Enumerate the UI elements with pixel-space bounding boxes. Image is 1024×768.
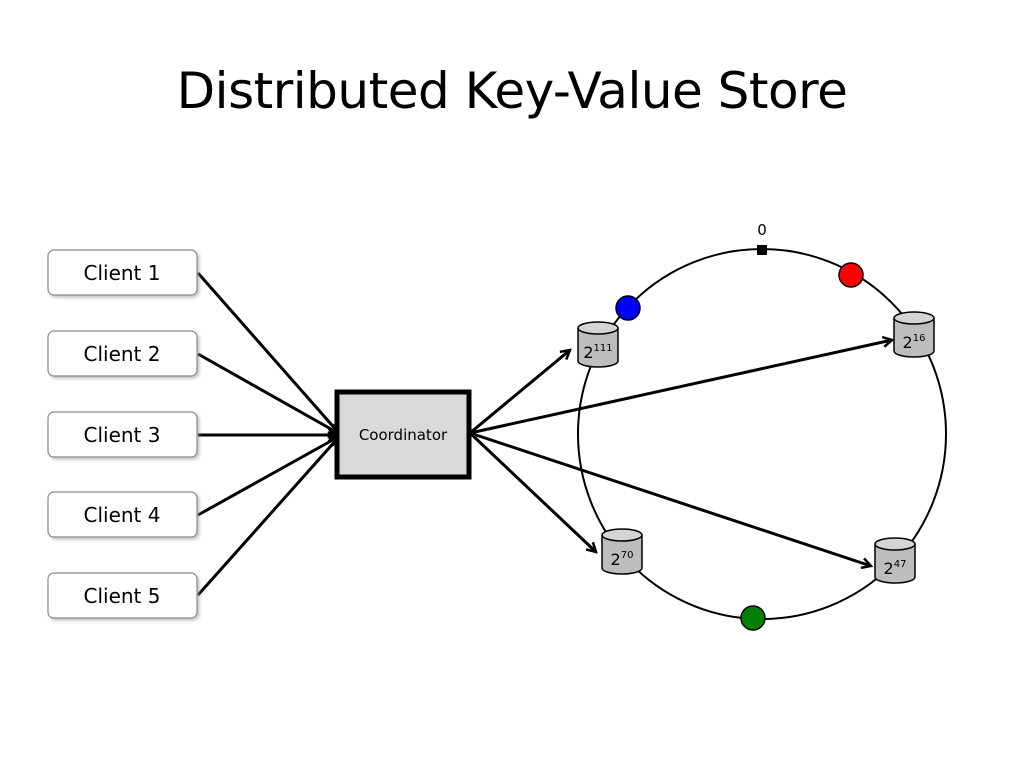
client-1-arrow — [196, 272, 338, 432]
client-label-5: Client 5 — [84, 584, 161, 608]
client-label-3: Client 3 — [84, 423, 161, 447]
arrow-to-node-111 — [469, 350, 570, 435]
client-box-1: Client 1 — [47, 249, 198, 296]
storage-node-70: 270 — [601, 528, 643, 575]
key-dot-green — [740, 605, 766, 631]
coordinator-box: Coordinator — [334, 389, 472, 480]
storage-node-111: 2111 — [577, 321, 619, 368]
arrow-to-node-16 — [469, 340, 892, 435]
page-title: Distributed Key-Value Store — [176, 62, 848, 120]
node-label-111: 2111 — [583, 343, 612, 362]
client-label-2: Client 2 — [84, 342, 161, 366]
key-dot-blue — [615, 295, 641, 321]
storage-node-47: 247 — [874, 537, 916, 584]
arrow-to-node-70 — [468, 431, 596, 552]
node-label-70: 270 — [611, 550, 634, 569]
client-5-arrow — [196, 438, 338, 596]
ring-origin-marker — [757, 245, 767, 255]
client-box-2: Client 2 — [47, 330, 198, 377]
client-box-5: Client 5 — [47, 572, 198, 619]
node-label-47: 247 — [884, 559, 907, 578]
client-4-arrow — [197, 435, 338, 517]
node-label-16: 216 — [903, 333, 926, 352]
coordinator-label: Coordinator — [359, 426, 448, 444]
client-label-1: Client 1 — [84, 261, 161, 285]
ring-origin-label: 0 — [757, 221, 767, 239]
client-box-3: Client 3 — [47, 411, 198, 458]
storage-node-16: 216 — [893, 311, 935, 358]
client-2-arrow — [197, 352, 338, 435]
arrow-to-node-47 — [469, 431, 871, 566]
client-box-4: Client 4 — [47, 491, 198, 538]
client-label-4: Client 4 — [84, 503, 161, 527]
key-dot-red — [838, 262, 864, 288]
